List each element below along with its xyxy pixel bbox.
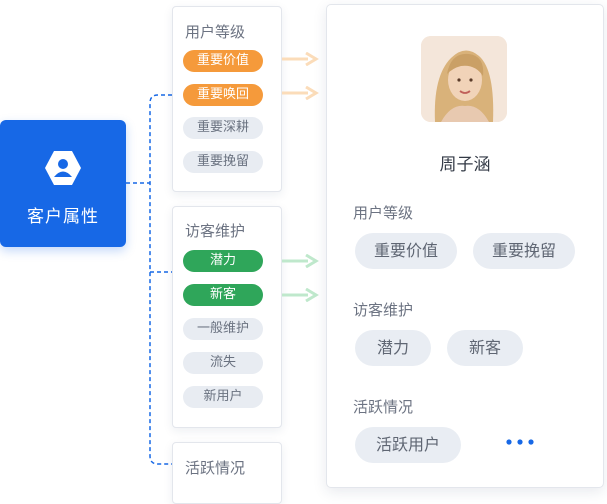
tag-potential[interactable]: 潜力 (355, 330, 431, 366)
visitor-maintenance-card: 访客维护 潜力 新客 一般维护 流失 新用户 (172, 206, 282, 428)
user-level-card: 用户等级 重要价值 重要唤回 重要深耕 重要挽留 (172, 6, 282, 192)
customer-name: 周子涵 (439, 155, 491, 175)
pill-potential[interactable]: 潜力 (183, 250, 263, 272)
customer-attribute-card[interactable]: 客户属性 (0, 120, 126, 247)
pill-new-user[interactable]: 新用户 (183, 386, 263, 408)
source-label: 客户属性 (27, 207, 99, 227)
arrow-right-icon (282, 288, 319, 302)
activity-status-card: 活跃情况 (172, 442, 282, 504)
user-level-title: 用户等级 (185, 23, 246, 41)
pill-churned[interactable]: 流失 (183, 352, 263, 374)
avatar (421, 36, 507, 122)
tag-new-customer[interactable]: 新客 (447, 330, 523, 366)
pill-general-maintenance[interactable]: 一般维护 (183, 318, 263, 340)
pill-important-retain[interactable]: 重要挽留 (183, 151, 263, 173)
arrow-right-icon (282, 254, 319, 268)
section-title-user-level: 用户等级 (353, 204, 414, 222)
user-hexagon-icon (45, 151, 81, 185)
section-title-activity: 活跃情况 (353, 398, 414, 416)
pill-new-customer[interactable]: 新客 (183, 284, 263, 306)
tag-important-retain[interactable]: 重要挽留 (473, 233, 575, 269)
pill-important-deepen[interactable]: 重要深耕 (183, 117, 263, 139)
tag-important-value[interactable]: 重要价值 (355, 233, 457, 269)
customer-profile-card: 周子涵 用户等级 重要价值 重要挽留 访客维护 潜力 新客 活跃情况 活跃用户 (326, 4, 604, 488)
more-icon[interactable] (505, 437, 535, 447)
section-title-visitor-maintenance: 访客维护 (353, 301, 414, 319)
arrow-right-icon (282, 86, 319, 100)
pill-important-recall[interactable]: 重要唤回 (183, 84, 263, 106)
arrow-right-icon (282, 52, 319, 66)
connector-lines (126, 94, 172, 465)
visitor-maintenance-title: 访客维护 (185, 222, 246, 240)
pill-important-value[interactable]: 重要价值 (183, 50, 263, 72)
tag-active-user[interactable]: 活跃用户 (355, 427, 461, 463)
activity-status-title: 活跃情况 (185, 459, 246, 477)
